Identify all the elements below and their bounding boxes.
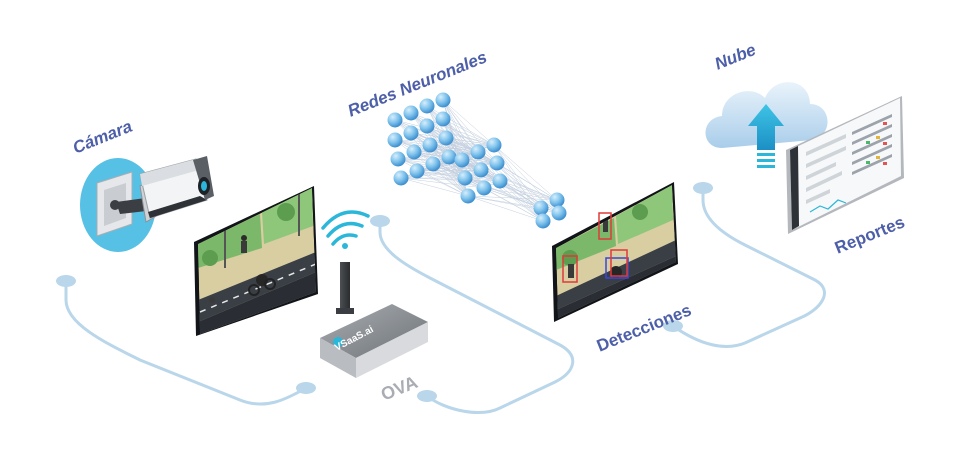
network-node xyxy=(419,98,435,114)
network-edge xyxy=(400,177,469,197)
network-edge xyxy=(445,137,495,146)
network-edge xyxy=(467,195,542,209)
edge-device-icon xyxy=(320,262,428,378)
network-node xyxy=(419,118,435,134)
network-edge xyxy=(499,180,560,214)
network-node xyxy=(473,162,489,178)
network-node xyxy=(422,137,438,153)
network-edge xyxy=(483,187,544,222)
connector-lines xyxy=(64,186,826,414)
video-frame-detections xyxy=(552,182,678,322)
network-edge xyxy=(499,180,544,222)
network-edge xyxy=(442,99,495,146)
detection-box xyxy=(598,212,612,240)
network-node xyxy=(409,163,425,179)
connector-detections-cloud xyxy=(671,186,826,348)
network-edge xyxy=(496,162,558,201)
connector-camera-ova xyxy=(64,279,308,406)
network-node xyxy=(425,156,441,172)
network-edge xyxy=(467,195,544,222)
network-edge xyxy=(416,170,485,189)
network-nodes xyxy=(387,92,567,229)
network-edge xyxy=(400,177,485,189)
network-node xyxy=(476,180,492,196)
detection-box xyxy=(610,249,628,277)
network-node xyxy=(551,205,567,221)
network-edge xyxy=(432,163,482,171)
network-edge xyxy=(442,118,479,153)
network-node xyxy=(492,173,508,189)
network-node xyxy=(438,130,454,146)
network-node xyxy=(460,188,476,204)
network-node xyxy=(393,170,409,186)
dashboard-icon xyxy=(786,96,904,234)
network-node xyxy=(390,151,406,167)
detection-box xyxy=(605,257,629,279)
wifi-icon xyxy=(321,210,370,249)
network-edge xyxy=(499,180,558,201)
network-node xyxy=(387,112,403,128)
network-node xyxy=(549,192,565,208)
network-edge xyxy=(426,105,495,146)
network-node xyxy=(403,105,419,121)
network-edge xyxy=(432,163,469,197)
network-node xyxy=(533,200,549,216)
network-node xyxy=(403,125,419,141)
network-edge xyxy=(416,169,482,172)
network-node xyxy=(441,149,457,165)
network-node xyxy=(535,213,551,229)
network-edge xyxy=(496,162,560,214)
cloud-upload-icon xyxy=(705,82,828,168)
connector-network-ova xyxy=(378,219,574,414)
video-frame-camera xyxy=(194,186,318,336)
network-node xyxy=(406,144,422,160)
network-node xyxy=(435,111,451,127)
network-node xyxy=(454,152,470,168)
network-edge xyxy=(442,118,482,171)
network-edge xyxy=(442,99,501,182)
network-edge xyxy=(397,158,469,197)
network-edge xyxy=(483,187,558,201)
network-edge xyxy=(493,144,542,209)
network-node xyxy=(387,132,403,148)
network-edge xyxy=(480,169,558,201)
network-edge xyxy=(442,118,498,164)
network-edge xyxy=(493,144,560,214)
network-node xyxy=(435,92,451,108)
network-node xyxy=(486,137,502,153)
connector-endpoints xyxy=(56,182,713,402)
detection-box xyxy=(562,255,578,283)
network-edge xyxy=(442,118,495,146)
network-edge xyxy=(416,170,469,197)
network-edge xyxy=(480,169,544,222)
network-edge xyxy=(496,162,542,209)
camera-icon xyxy=(80,156,214,252)
network-edge xyxy=(499,180,542,209)
network-edge xyxy=(442,99,498,164)
network-node xyxy=(470,144,486,160)
network-node xyxy=(457,170,473,186)
network-connections xyxy=(394,99,560,222)
network-edge xyxy=(493,144,558,201)
network-node xyxy=(489,155,505,171)
neural-network-icon xyxy=(387,92,567,229)
